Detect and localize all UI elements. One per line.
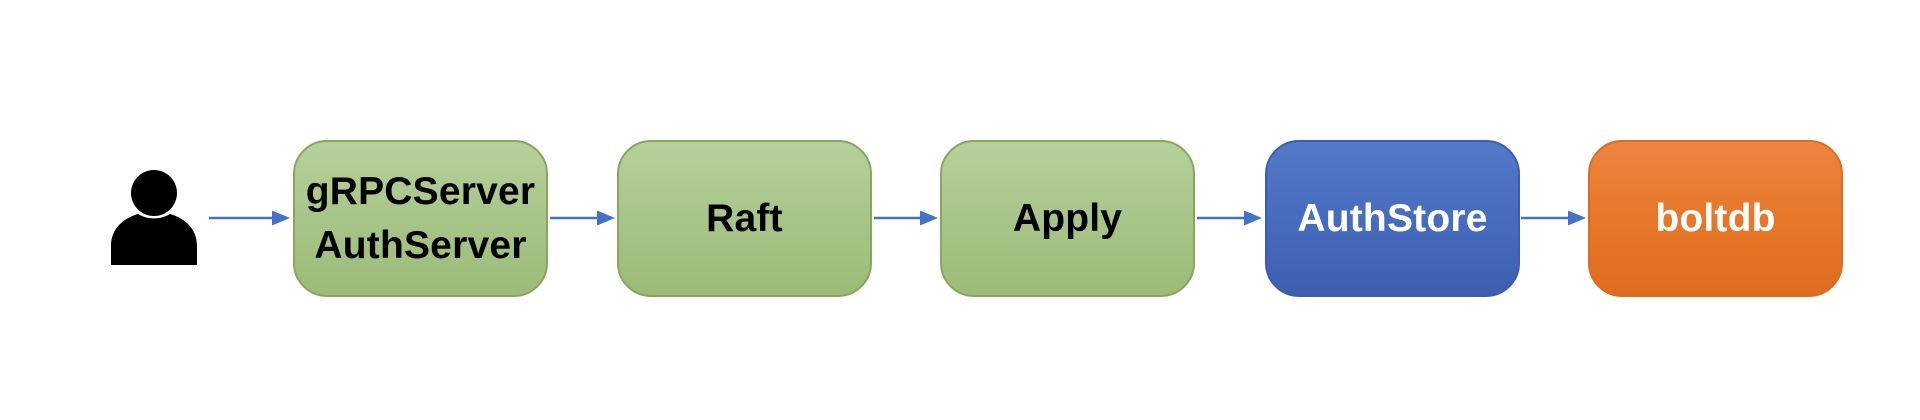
flow-arrow-raft-to-apply xyxy=(874,210,938,226)
node-grpcserver-authserver: gRPCServer AuthServer xyxy=(293,140,548,297)
flow-arrow-grpcserver-to-raft xyxy=(550,210,615,226)
flow-arrow-person-to-grpcserver xyxy=(209,210,290,226)
node-label-line: Raft xyxy=(706,196,783,240)
node-apply: Apply xyxy=(940,140,1195,297)
node-label-line: gRPCServer xyxy=(305,169,536,213)
node-raft: Raft xyxy=(617,140,872,297)
node-label-line: AuthServer xyxy=(314,223,527,267)
flow-arrow-apply-to-authstore xyxy=(1197,210,1262,226)
node-boltdb: boltdb xyxy=(1588,140,1843,297)
node-authstore: AuthStore xyxy=(1265,140,1520,297)
node-label-line: AuthStore xyxy=(1297,196,1488,240)
node-label-line: boltdb xyxy=(1655,196,1776,240)
person-icon xyxy=(111,170,197,265)
flow-arrow-authstore-to-boltdb xyxy=(1521,210,1586,226)
node-label-line: Apply xyxy=(1012,196,1123,240)
